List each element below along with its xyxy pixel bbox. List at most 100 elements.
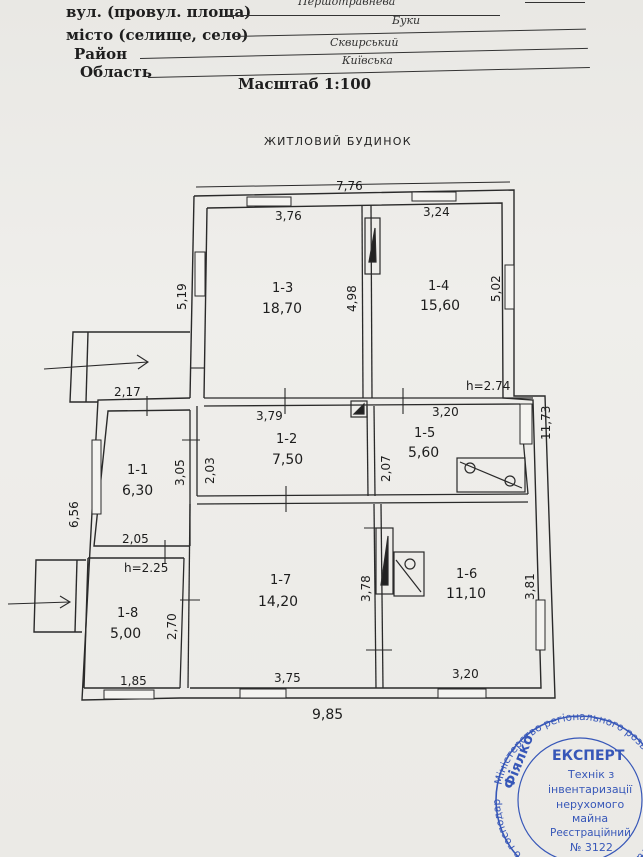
- room-1-7-id: 1-7: [270, 573, 291, 588]
- wall-12-15: [366, 405, 369, 497]
- stove-bottom-burner: [404, 558, 416, 570]
- stamp-line-1: Технік з: [567, 768, 614, 781]
- dim-r18-bottom: 1,85: [120, 674, 147, 688]
- wall-18-right: [179, 557, 185, 689]
- dim-veranda-top: 2,17: [114, 385, 141, 399]
- dim-height-b: h=2.25: [124, 561, 168, 575]
- region-value: Київська: [342, 54, 393, 67]
- dim-r14-right: 5,02: [489, 275, 503, 302]
- window-bottom-2: [437, 688, 487, 699]
- window-right-1: [504, 264, 515, 310]
- outer-wall: [180, 189, 556, 699]
- outer-wall-left-upper: [189, 195, 195, 399]
- porch-bottom-divider: [74, 559, 78, 633]
- dim-r17-right: 3,78: [359, 575, 373, 602]
- wall-17-16: [373, 503, 377, 689]
- dim-left-total: 6,56: [67, 501, 81, 528]
- stove-bottom-mark: [380, 535, 389, 586]
- district-value: Сквирський: [330, 36, 399, 49]
- stamp-line-5: Реєстраційний: [550, 827, 631, 839]
- stove-bottom-box: [393, 551, 425, 597]
- dim-r11-right: 3,05: [173, 459, 187, 486]
- porch-divider: [85, 331, 89, 403]
- room-1-6-id: 1-6: [456, 567, 477, 582]
- window-top-2: [411, 191, 457, 202]
- room-1-7-area: 14,20: [258, 594, 298, 610]
- dim-r17-bottom: 3,75: [274, 671, 301, 685]
- wall-17-16-b: [380, 503, 384, 689]
- stamp-line-6: № 3122: [570, 841, 613, 854]
- wall-row2-b: [196, 501, 529, 505]
- wall-17-left: [187, 503, 191, 689]
- room-1-4-id: 1-4: [428, 279, 449, 294]
- district-label: Район: [74, 45, 128, 63]
- stamp-line-4: майна: [572, 812, 608, 825]
- entrance-arrow-bottom-head: [59, 595, 72, 609]
- city-label: місто (селище, село): [66, 26, 249, 44]
- dim-right-total: 11,73: [539, 406, 553, 440]
- dim-height-a: h=2.74: [466, 379, 510, 393]
- window-right-3: [535, 599, 546, 651]
- dim-r15-left: 2,07: [379, 455, 393, 482]
- room-1-3-area: 18,70: [262, 301, 302, 317]
- kitchen-burner-2: [504, 475, 516, 487]
- room-1-4-area: 15,60: [420, 298, 460, 314]
- entrance-arrow-top-head: [136, 354, 149, 370]
- porch-bottom: [33, 559, 86, 633]
- window-bottom-1: [239, 688, 287, 699]
- dim-r16-right: 3,81: [523, 573, 537, 600]
- dim-bottom-total: 9,85: [312, 707, 343, 723]
- stamp-line-3: нерухомого: [556, 798, 624, 811]
- room-1-6-area: 11,10: [446, 586, 486, 602]
- wall-row1-b: [203, 403, 521, 407]
- room-1-1-area: 6,30: [122, 483, 153, 499]
- street-underline-extra: [525, 2, 585, 3]
- entrance-arrow-bottom: [7, 601, 71, 605]
- dim-r13-width: 3,76: [275, 209, 302, 223]
- dim-r18-right: 2,70: [165, 613, 179, 640]
- dim-r16-bottom: 3,20: [452, 667, 479, 681]
- stove-top-mark: [368, 227, 377, 263]
- street-label: вул. (провул. площа): [66, 3, 252, 21]
- annex-wall-inner-c: [83, 557, 89, 689]
- dim-r14-width: 3,24: [423, 205, 450, 219]
- kitchen-burner-1: [464, 462, 476, 474]
- entrance-arrow-top: [43, 361, 149, 370]
- dim-r15-width: 3,20: [432, 405, 459, 419]
- outer-wall-inner: [190, 202, 542, 689]
- room-1-5-id: 1-5: [414, 426, 435, 441]
- kitchen-counter: [456, 457, 526, 493]
- stove-bottom-box-diag: [395, 559, 422, 593]
- street-underline: [228, 15, 500, 16]
- window-left-1: [194, 251, 206, 297]
- city-value: Буки: [392, 14, 421, 27]
- wall-row2: [196, 493, 529, 497]
- window-top-1: [246, 196, 292, 207]
- window-annex-bottom: [103, 689, 155, 700]
- room-1-8-id: 1-8: [117, 606, 138, 621]
- stamp-line-2: інвентаризації: [548, 783, 633, 796]
- dim-r12-left: 2,03: [203, 457, 217, 484]
- kitchen-counter-diag: [459, 461, 523, 489]
- street-value: Першотравнева: [298, 0, 396, 8]
- stove-middle: [350, 400, 368, 418]
- room-1-3-id: 1-3: [272, 281, 293, 296]
- dim-r11-bottom: 2,05: [122, 532, 149, 546]
- dim-r13-right: 4,98: [345, 285, 359, 312]
- room-1-8-area: 5,00: [110, 626, 141, 642]
- region-label: Область: [80, 63, 152, 81]
- room-1-2-id: 1-2: [276, 432, 297, 447]
- wall-13-14: [361, 204, 364, 399]
- wall-12-15-b: [373, 405, 376, 497]
- scale-label: Масштаб 1:100: [238, 75, 372, 93]
- dim-top-total: 7,76: [336, 179, 363, 193]
- room-1-1-id: 1-1: [127, 463, 148, 478]
- room-1-2-area: 7,50: [272, 452, 303, 468]
- dim-line-top: [195, 181, 511, 188]
- plan-title: ЖИТЛОВИЙ БУДИНОК: [264, 135, 412, 148]
- stamp-title: ЕКСПЕРТ: [552, 748, 625, 764]
- dim-r13-left: 5,19: [175, 283, 189, 310]
- window-annex-left: [91, 439, 102, 515]
